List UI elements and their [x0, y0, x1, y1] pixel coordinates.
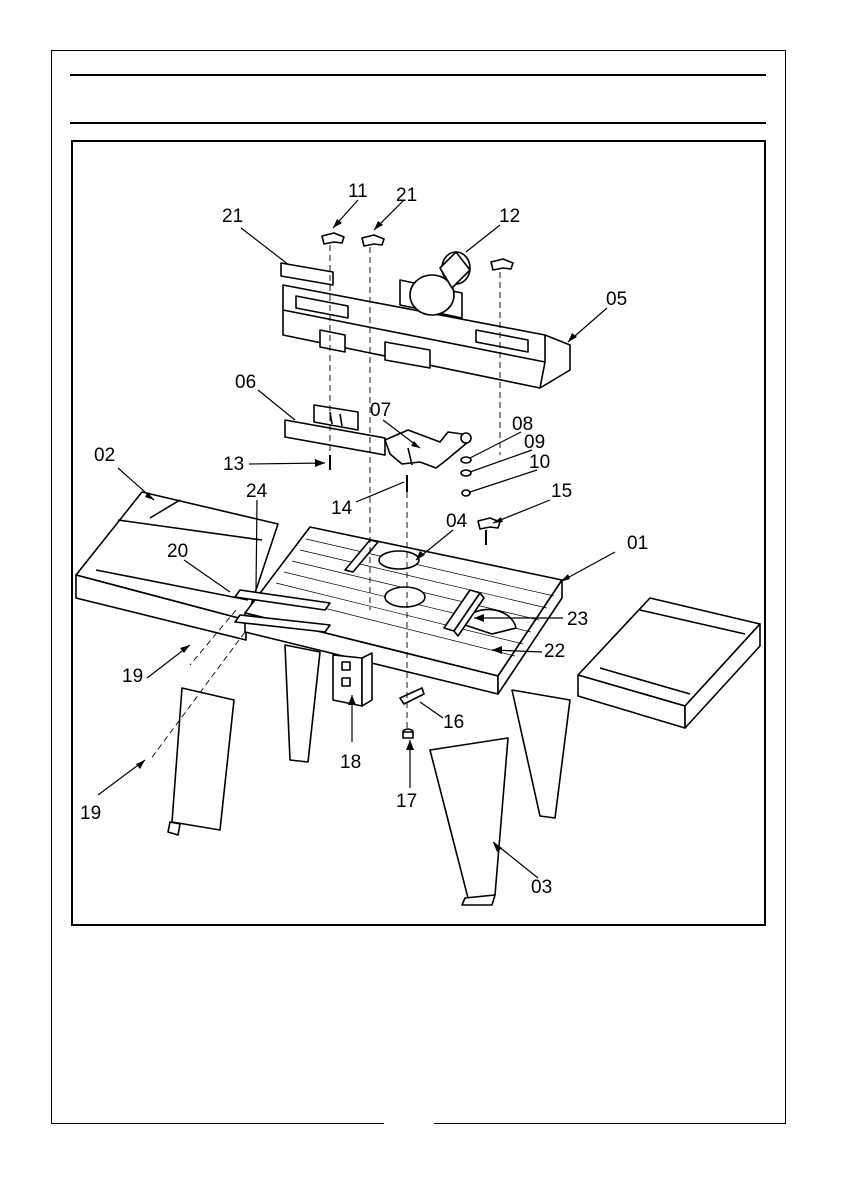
part-label-04: 04: [446, 511, 468, 532]
part-label-03: 03: [531, 877, 552, 898]
part-label-23: 23: [567, 609, 588, 630]
part-label-07: 07: [370, 400, 391, 421]
part-label-02: 02: [94, 445, 115, 466]
part-label-21-left: 21: [222, 206, 243, 227]
dust-port-part: [400, 252, 470, 318]
part-label-12: 12: [499, 206, 520, 227]
part-label-05: 05: [606, 289, 627, 310]
part-label-21-top: 21: [396, 185, 417, 206]
screw-parts: [330, 455, 407, 492]
part-label-01: 01: [627, 533, 648, 554]
part-label-18: 18: [340, 752, 361, 773]
part-label-11: 11: [348, 181, 368, 202]
part-label-19-lower: 19: [80, 803, 101, 824]
part-label-24: 24: [246, 481, 268, 502]
part-label-17: 17: [396, 791, 417, 812]
part-label-19-upper: 19: [122, 666, 143, 687]
label-strip-part: [281, 263, 333, 285]
right-extension-part: [578, 598, 760, 728]
part-label-10: 10: [529, 452, 550, 473]
part-label-16: 16: [443, 712, 464, 733]
part-label-06: 06: [235, 372, 256, 393]
part-label-13: 13: [223, 454, 244, 475]
part-label-20: 20: [167, 541, 188, 562]
part-label-09: 09: [524, 432, 545, 453]
bit-guard-part: [385, 430, 471, 468]
part-label-22: 22: [544, 641, 565, 662]
part-label-14: 14: [331, 498, 353, 519]
table-top-part: [235, 527, 562, 694]
part-label-15: 15: [551, 481, 572, 502]
